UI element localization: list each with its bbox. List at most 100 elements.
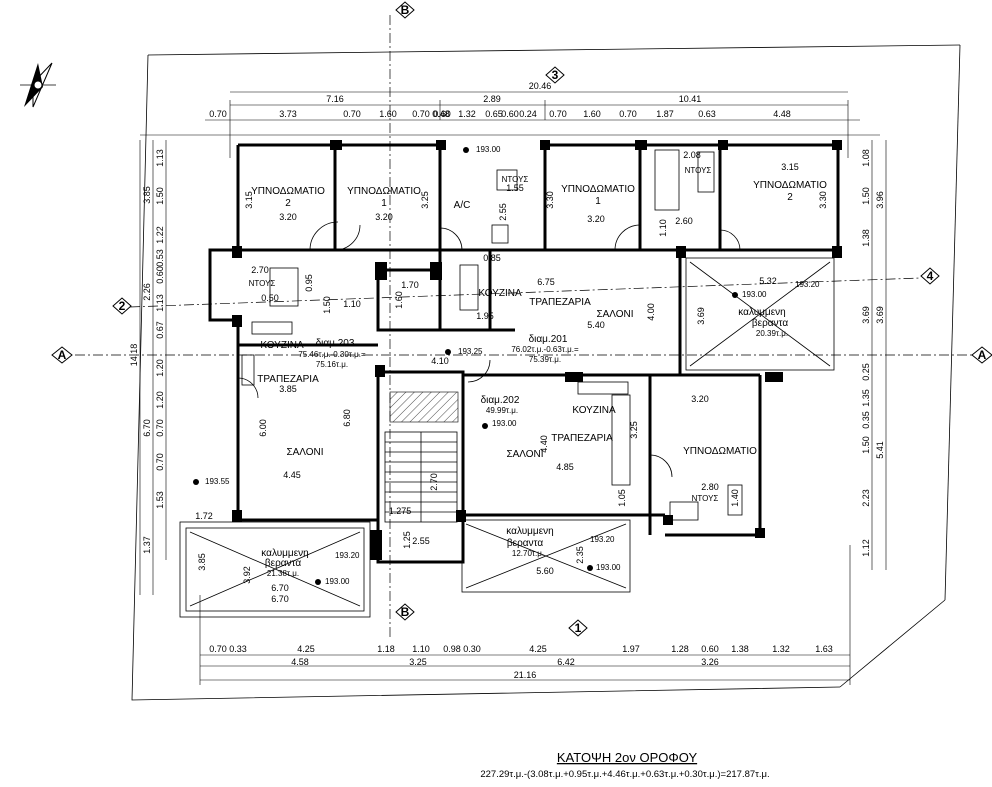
svg-text:1: 1 (381, 198, 387, 209)
svg-text:2.55: 2.55 (498, 203, 508, 221)
svg-text:3.30: 3.30 (545, 191, 555, 209)
svg-text:1.97: 1.97 (622, 644, 640, 654)
svg-text:1.35: 1.35 (861, 389, 871, 407)
svg-text:4.25: 4.25 (529, 644, 547, 654)
svg-text:3.15: 3.15 (781, 162, 799, 172)
svg-text:0.67: 0.67 (155, 321, 165, 339)
svg-text:3.25: 3.25 (629, 421, 639, 439)
svg-text:A: A (58, 348, 67, 362)
svg-text:0.70: 0.70 (155, 453, 165, 471)
veranda-sc (461, 519, 631, 593)
plot-boundary (131, 44, 961, 701)
svg-text:0.70: 0.70 (209, 109, 227, 119)
svg-text:1.20: 1.20 (155, 391, 165, 409)
staircase (384, 431, 458, 523)
axis-marker-A-left: A (51, 346, 73, 364)
north-arrow-icon (20, 62, 56, 108)
elevator-shaft-hatch (389, 391, 459, 423)
room-labels: ΥΠΝΟΔΩΜΑΤΙΟ 2 ΥΠΝΟΔΩΜΑΤΙΟ 1 A/C ΝΤΟΥΣ ΥΠ… (249, 166, 827, 578)
svg-text:193.20: 193.20 (335, 551, 360, 560)
svg-text:4.45: 4.45 (283, 470, 301, 480)
room-shower-central: ΝΤΟΥΣ (502, 175, 529, 184)
svg-text:3.85: 3.85 (279, 384, 297, 394)
svg-text:0.48: 0.48 (432, 109, 450, 119)
svg-text:193.20: 193.20 (795, 280, 820, 289)
svg-text:1.275: 1.275 (389, 506, 412, 516)
room-bedroom-202: ΥΠΝΟΔΩΜΑΤΙΟ (683, 446, 757, 457)
axis-lines (75, 15, 975, 640)
svg-text:βεραντα: βεραντα (265, 558, 301, 569)
svg-text:20.39τ.μ.: 20.39τ.μ. (756, 329, 788, 338)
svg-text:0.95: 0.95 (304, 274, 314, 292)
svg-text:1.95: 1.95 (476, 311, 494, 321)
svg-text:3.15: 3.15 (244, 191, 254, 209)
room-dining-202: ΤΡΑΠΕΖΑΡΙΑ (551, 433, 613, 444)
room-kitchen-203: ΚΟΥΖΙΝΑ (260, 340, 304, 351)
structural-columns (232, 140, 842, 560)
svg-text:3.30: 3.30 (818, 191, 828, 209)
svg-text:5.40: 5.40 (587, 320, 605, 330)
svg-text:0.33: 0.33 (229, 644, 247, 654)
svg-text:1.55: 1.55 (506, 183, 524, 193)
room-living-201: ΣΑΛΟΝΙ (596, 309, 633, 320)
room-kitchen-202: ΚΟΥΖΙΝΑ (572, 405, 616, 416)
svg-text:6.70: 6.70 (271, 583, 289, 593)
svg-text:6.75: 6.75 (537, 277, 555, 287)
room-kitchen-201: ΚΟΥΖΙΝΑ (478, 288, 522, 299)
svg-text:1.70: 1.70 (401, 280, 419, 290)
svg-text:6.42: 6.42 (557, 657, 575, 667)
svg-text:1.13: 1.13 (155, 149, 165, 167)
svg-text:1.10: 1.10 (658, 219, 668, 237)
svg-text:193.00: 193.00 (476, 145, 501, 154)
svg-text:0.85: 0.85 (483, 253, 501, 263)
svg-text:3.20: 3.20 (587, 214, 605, 224)
svg-text:βεραντα: βεραντα (752, 318, 788, 329)
room-bedroom-1-west: ΥΠΝΟΔΩΜΑΤΙΟ (347, 186, 421, 197)
svg-text:75.16τ.μ.: 75.16τ.μ. (316, 360, 348, 369)
svg-text:0.24: 0.24 (519, 109, 537, 119)
svg-text:3.20: 3.20 (279, 212, 297, 222)
room-bedroom-1-east: ΥΠΝΟΔΩΜΑΤΙΟ (561, 184, 635, 195)
apt-201-name: διαμ.201 (529, 334, 568, 345)
svg-text:2.23: 2.23 (861, 489, 871, 507)
svg-text:1.32: 1.32 (772, 644, 790, 654)
svg-text:3.96: 3.96 (875, 191, 885, 209)
room-ac: A/C (454, 200, 471, 211)
svg-text:193.00: 193.00 (325, 577, 350, 586)
axis-marker-4: 4 (920, 267, 940, 285)
svg-text:1.08: 1.08 (861, 149, 871, 167)
svg-text:2.89: 2.89 (483, 94, 501, 104)
svg-text:193.00: 193.00 (742, 290, 767, 299)
svg-text:5.32: 5.32 (759, 276, 777, 286)
level-markers: 193.00 193.00 193.20 193.25 193.00 193.5… (193, 145, 820, 586)
svg-text:1.50: 1.50 (322, 296, 332, 314)
room-living-203: ΣΑΛΟΝΙ (286, 447, 323, 458)
svg-text:193.00: 193.00 (492, 419, 517, 428)
svg-text:3.20: 3.20 (691, 394, 709, 404)
axis-marker-B-bottom: B (395, 603, 415, 621)
svg-text:49.99τ.μ.: 49.99τ.μ. (486, 406, 518, 415)
svg-text:1.53: 1.53 (155, 491, 165, 509)
svg-text:3.69: 3.69 (861, 306, 871, 324)
svg-text:0.60: 0.60 (501, 109, 519, 119)
svg-text:0.35: 0.35 (861, 411, 871, 429)
svg-text:193.00: 193.00 (596, 563, 621, 572)
room-dining-203: ΤΡΑΠΕΖΑΡΙΑ (257, 374, 319, 385)
drawing-title: ΚΑΤΟΨΗ 2ον ΟΡΟΦΟΥ (557, 750, 698, 765)
svg-text:0.70: 0.70 (209, 644, 227, 654)
svg-text:75.39τ.μ.: 75.39τ.μ. (529, 355, 561, 364)
axis-marker-3: 3 (545, 66, 565, 84)
svg-text:2.70: 2.70 (251, 265, 269, 275)
svg-text:2.08: 2.08 (683, 150, 701, 160)
svg-text:3.73: 3.73 (279, 109, 297, 119)
fixtures (241, 149, 743, 521)
svg-text:1.25: 1.25 (402, 531, 412, 549)
svg-text:1.50: 1.50 (861, 187, 871, 205)
svg-text:1.22: 1.22 (155, 226, 165, 244)
svg-text:5.60: 5.60 (536, 566, 554, 576)
svg-text:2.60: 2.60 (675, 216, 693, 226)
svg-text:1.38: 1.38 (861, 229, 871, 247)
svg-text:3.26: 3.26 (701, 657, 719, 667)
svg-text:1.10: 1.10 (343, 299, 361, 309)
room-bedroom-2-west: ΥΠΝΟΔΩΜΑΤΙΟ (251, 186, 325, 197)
